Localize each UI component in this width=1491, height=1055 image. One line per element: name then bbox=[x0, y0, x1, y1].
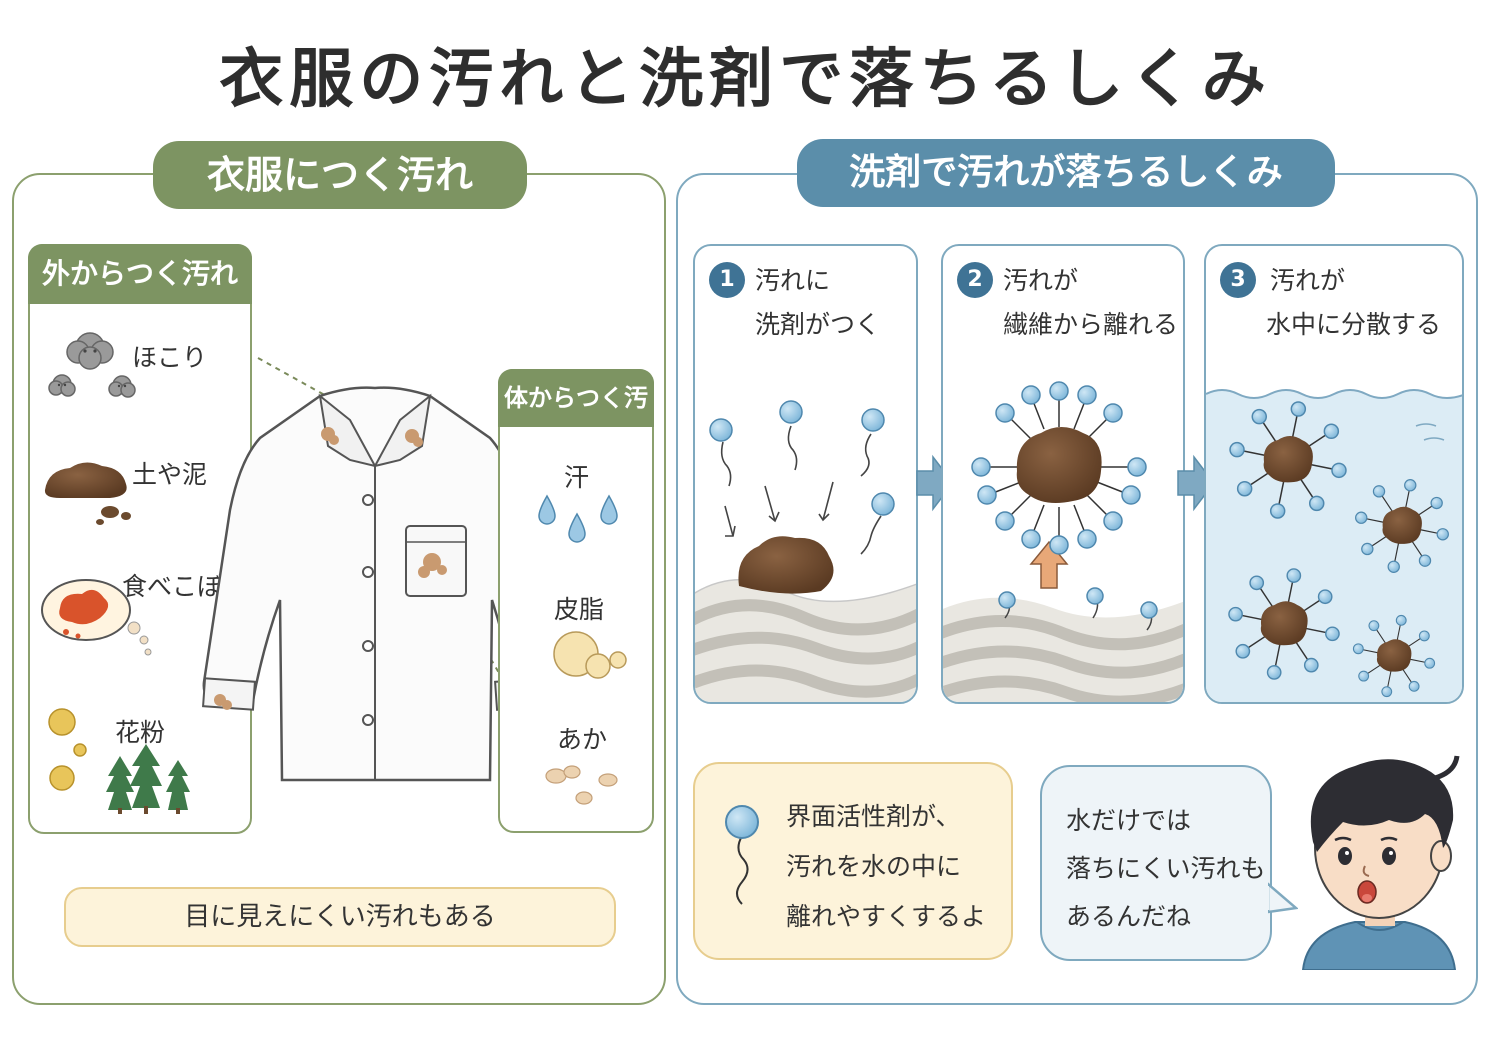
label-sebum: 皮脂 bbox=[554, 595, 605, 624]
step-2-illustration bbox=[943, 381, 1183, 702]
dispersed-particle-3 bbox=[1228, 568, 1340, 680]
step-2-number: 2 bbox=[957, 262, 993, 298]
step-3-card: 3 汚れが 水中に分散する bbox=[1204, 244, 1464, 704]
page-title: 衣服の汚れと洗剤で落ちるしくみ bbox=[219, 43, 1272, 117]
speech-line-2: 落ちにくい汚れも bbox=[1066, 854, 1266, 883]
surfactant-molecule-icon bbox=[725, 805, 759, 905]
explain-line-2: 汚れを水の中に bbox=[786, 852, 962, 881]
boy-character bbox=[1301, 755, 1460, 970]
step-3-line2: 水中に分散する bbox=[1266, 310, 1442, 339]
outside-dirt-box bbox=[28, 244, 252, 834]
dispersed-particle-2 bbox=[1355, 479, 1449, 573]
invisible-dirt-note: 目に見えにくい汚れもある bbox=[64, 887, 616, 947]
sweat-drops-icon bbox=[538, 494, 618, 543]
dust-icon bbox=[48, 332, 136, 398]
step-1-line2: 洗剤がつく bbox=[755, 310, 881, 339]
step-3-number: 3 bbox=[1220, 262, 1256, 298]
right-panel-header: 洗剤で汚れが落ちるしくみ bbox=[797, 139, 1335, 207]
body-dirt-box bbox=[498, 369, 654, 833]
pollen-icon bbox=[48, 708, 190, 814]
label-sweat: 汗 bbox=[564, 463, 590, 492]
step-3-line1: 汚れが bbox=[1270, 266, 1346, 295]
grime-icon bbox=[545, 765, 618, 805]
sebum-icon bbox=[553, 631, 627, 679]
label-dust: ほこり bbox=[132, 343, 208, 372]
speech-bubble bbox=[1040, 765, 1272, 961]
dispersed-particle-4 bbox=[1352, 614, 1436, 698]
speech-bubble-tail bbox=[1268, 882, 1298, 914]
dispersed-dirt-particles bbox=[1228, 401, 1449, 698]
body-dirt-header: 体からつく汚れ bbox=[498, 369, 654, 470]
explain-line-3: 離れやすくするよ bbox=[786, 902, 987, 931]
outside-dirt-header: 外からつく汚れ bbox=[28, 244, 252, 304]
surfactant-explanation-box bbox=[693, 762, 1013, 960]
speech-line-1: 水だけでは bbox=[1066, 806, 1192, 835]
step-2-line1: 汚れが bbox=[1003, 266, 1079, 295]
left-panel-header: 衣服につく汚れ bbox=[153, 141, 527, 209]
step-1-card: 1 汚れに 洗剤がつく bbox=[693, 244, 918, 704]
label-grime: あか bbox=[557, 725, 608, 754]
step-2-card: 2 汚れが 繊維から離れる bbox=[941, 244, 1185, 704]
food-stain-icon bbox=[41, 579, 152, 656]
step-1-line1: 汚れに bbox=[755, 266, 831, 295]
step-1-number: 1 bbox=[709, 262, 745, 298]
dispersed-particle-1 bbox=[1229, 401, 1347, 519]
step-2-line2: 繊維から離れる bbox=[1003, 310, 1179, 339]
label-pollen: 花粉 bbox=[115, 718, 166, 747]
label-soil: 土や泥 bbox=[132, 460, 208, 489]
speech-line-3: あるんだね bbox=[1066, 902, 1192, 931]
step-1-illustration bbox=[695, 400, 916, 702]
soil-icon bbox=[44, 462, 131, 525]
explain-line-1: 界面活性剤が、 bbox=[786, 802, 961, 831]
